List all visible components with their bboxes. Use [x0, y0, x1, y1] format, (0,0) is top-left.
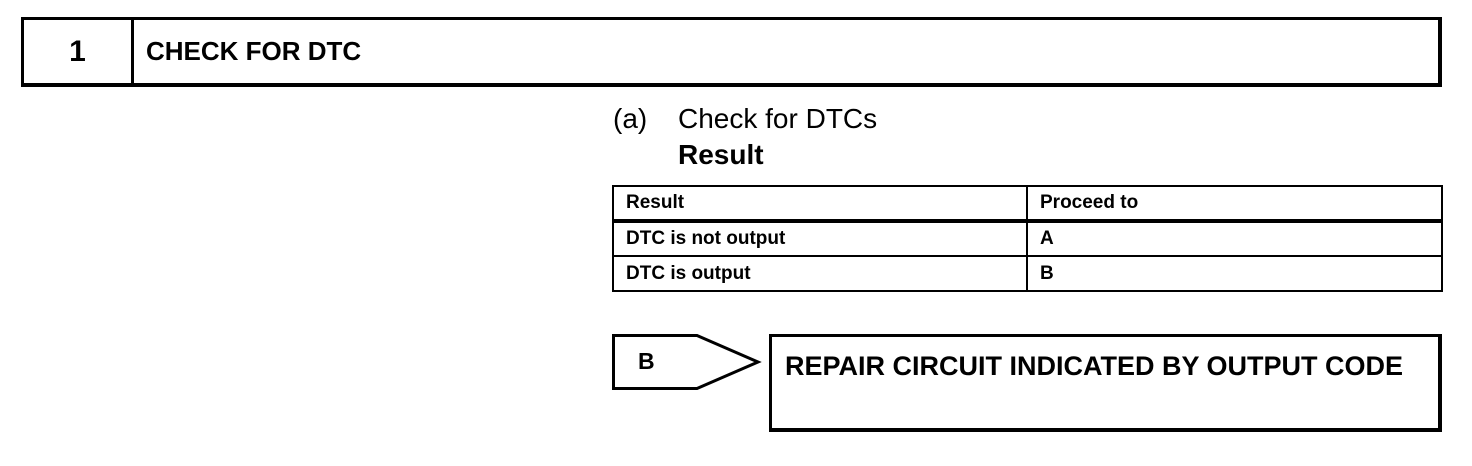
header-result: Result	[612, 185, 1028, 223]
step-header: 1 CHECK FOR DTC	[21, 17, 1442, 87]
result-heading: Result	[678, 139, 764, 170]
table-row: DTC is output B	[612, 255, 1443, 292]
branch-label: B	[638, 348, 655, 374]
substep-marker: (a)	[613, 103, 648, 134]
cell-result: DTC is output	[612, 255, 1028, 292]
cell-proceed-to: A	[1026, 220, 1443, 257]
table-header-row: Result Proceed to	[612, 185, 1443, 223]
table-row: DTC is not output A	[612, 220, 1443, 257]
repair-action-text: REPAIR CIRCUIT INDICATED BY OUTPUT CODE	[785, 351, 1404, 381]
branch-arrow-icon	[612, 334, 762, 390]
substep-text: Check for DTCs	[678, 103, 878, 134]
cell-result: DTC is not output	[612, 220, 1028, 257]
header-proceed-to: Proceed to	[1026, 185, 1443, 223]
step-title: CHECK FOR DTC	[146, 36, 362, 66]
repair-action-box: REPAIR CIRCUIT INDICATED BY OUTPUT CODE	[769, 334, 1442, 432]
cell-proceed-to: B	[1026, 255, 1443, 292]
result-table: Result Proceed to DTC is not output A DT…	[612, 185, 1443, 292]
step-number: 1	[24, 20, 134, 83]
